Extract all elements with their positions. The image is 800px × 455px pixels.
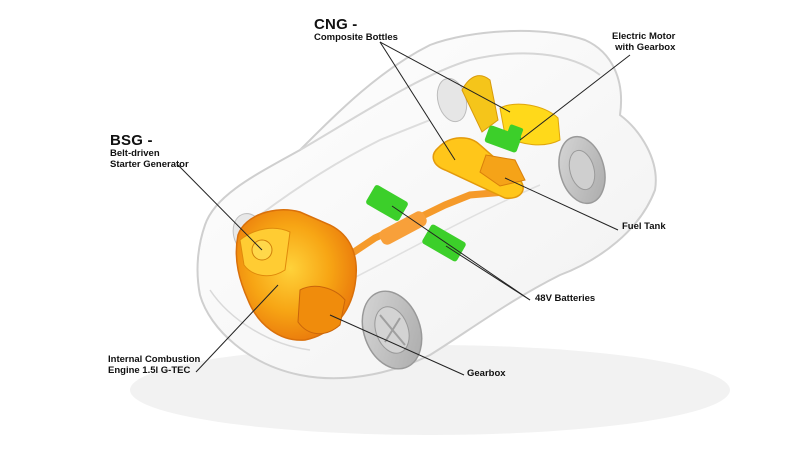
battery-1 (366, 185, 408, 221)
label-fuel-tank: Fuel Tank (622, 221, 666, 233)
motor-gearbox-small (506, 124, 524, 140)
windshield-line (259, 119, 431, 216)
rear-right-wheel (558, 135, 606, 205)
hood-line (209, 289, 311, 351)
bsg-line-1: Belt-driven (110, 148, 160, 160)
ground-shadow (130, 345, 730, 435)
fuel-tank (479, 154, 526, 187)
label-gearbox: Gearbox (467, 368, 506, 380)
ice-line-1: Internal Combustion (108, 354, 201, 365)
batteries-text: 48V Batteries (535, 293, 596, 304)
bsg-line-2: Starter Generator (110, 159, 189, 171)
cng-subtitle: Composite Bottles (314, 32, 398, 44)
label-electric-motor: Electric Motor with Gearbox (612, 31, 676, 54)
gearbox-part (297, 285, 346, 335)
label-48v-batteries: 48V Batteries (535, 293, 596, 305)
fuel-tank-text: Fuel Tank (622, 221, 666, 232)
label-ice: Internal Combustion Engine 1.5l G-TEC (108, 354, 201, 377)
leader-lines (177, 41, 631, 376)
cng-title: CNG - (314, 16, 358, 33)
motor-line-2: with Gearbox (615, 41, 676, 53)
motor-line-1: Electric Motor (612, 31, 676, 42)
ice-line-2: Engine 1.5l G-TEC (108, 364, 191, 376)
label-cng: CNG - Composite Bottles (314, 16, 398, 44)
roof-line (299, 52, 601, 151)
bsg-title: BSG - (110, 132, 153, 149)
gearbox-text: Gearbox (467, 368, 506, 379)
electric-motor (484, 125, 522, 153)
rear-suspension (461, 75, 499, 133)
catalytic-converter (379, 211, 427, 245)
label-bsg: BSG - Belt-driven Starter Generator (110, 132, 189, 171)
